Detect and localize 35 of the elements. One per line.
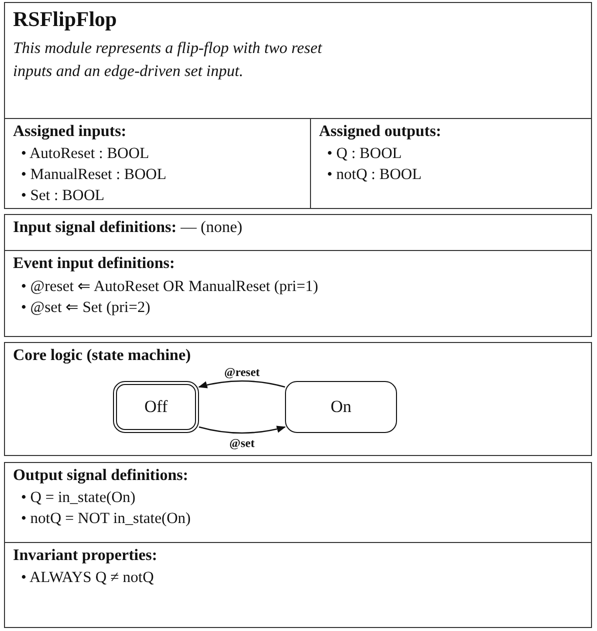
section-heading: Event input definitions: xyxy=(13,255,175,273)
section-heading: Assigned outputs: xyxy=(319,123,442,141)
section-heading: Input signal definitions: — (none) xyxy=(13,219,242,237)
transition-label: @set xyxy=(228,436,256,451)
section-panel xyxy=(4,462,592,543)
module-description: This module represents a flip-flop with two reset inputs and an edge-driven set input. xyxy=(13,39,324,82)
section-heading: Assigned inputs: xyxy=(13,123,126,141)
list-item: • notQ : BOOL xyxy=(327,166,422,184)
list-item: • AutoReset : BOOL xyxy=(21,145,150,163)
list-item: • notQ = NOT in_state(On) xyxy=(21,510,191,528)
state-box xyxy=(285,381,397,433)
transition-arrow xyxy=(198,426,286,434)
list-item: • Q : BOOL xyxy=(327,145,402,163)
outputs-panel xyxy=(310,118,592,209)
list-item: • Q = in_state(On) xyxy=(21,489,136,507)
list-item: • Set : BOOL xyxy=(21,187,104,205)
list-item: • @reset ⇐ AutoReset OR ManualReset (pri=1) xyxy=(21,277,318,296)
section-panel xyxy=(4,342,592,456)
state-box xyxy=(113,381,199,433)
section-panel xyxy=(4,250,592,337)
state-name: Off xyxy=(144,397,168,417)
section-panel xyxy=(4,214,592,251)
list-item: • ManualReset : BOOL xyxy=(21,166,166,184)
section-panel xyxy=(4,542,592,628)
section-heading: Invariant properties: xyxy=(13,547,158,565)
state-name: On xyxy=(330,397,352,417)
module-title: RSFlipFlop xyxy=(13,7,117,32)
section-heading: Core logic (state machine) xyxy=(13,347,191,365)
section-heading: Output signal definitions: xyxy=(13,467,188,485)
list-item: • @set ⇐ Set (pri=2) xyxy=(21,298,150,317)
transition-arrow xyxy=(198,380,286,388)
inputs-panel xyxy=(4,118,311,209)
list-item: • ALWAYS Q ≠ notQ xyxy=(21,569,154,587)
module-header-panel xyxy=(4,2,592,119)
transition-label: @reset xyxy=(223,365,261,380)
